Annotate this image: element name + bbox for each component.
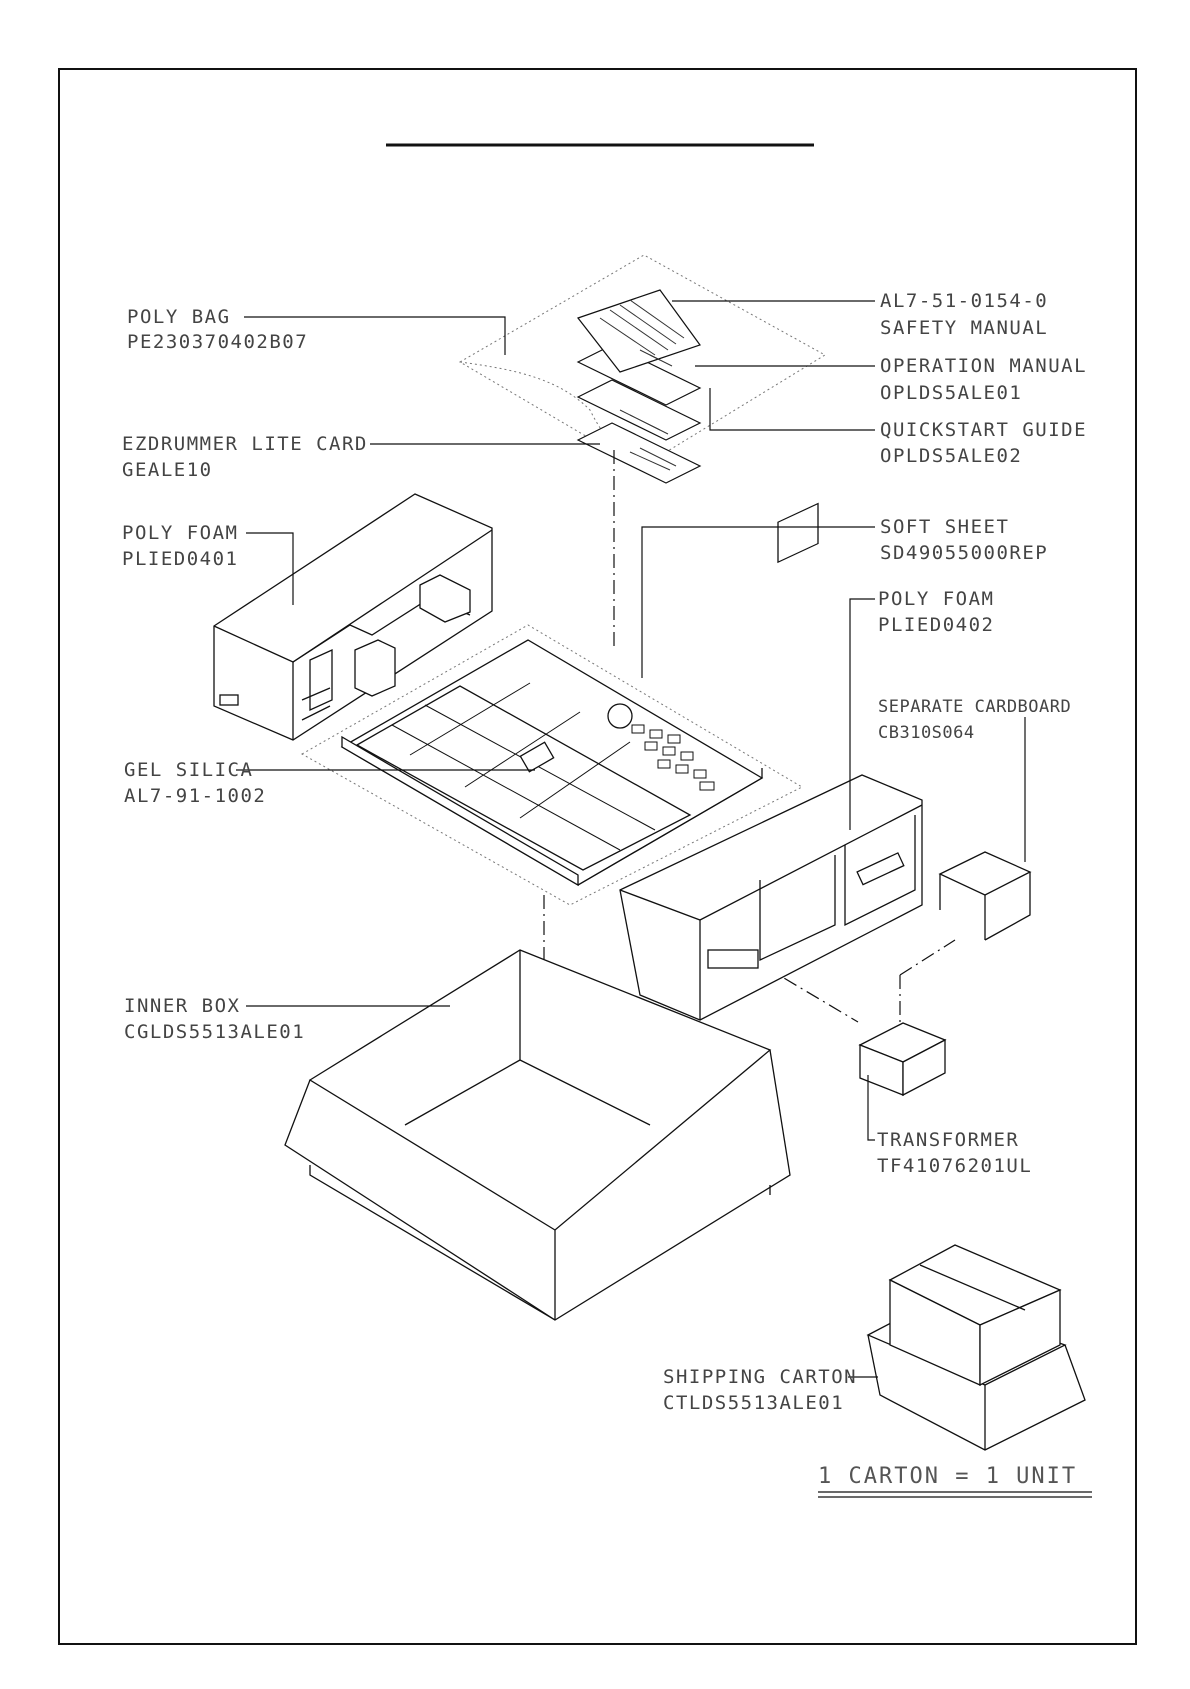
separate-cardboard-name: SEPARATE CARDBOARD bbox=[878, 697, 1071, 717]
inner-box-drawing bbox=[284, 949, 791, 1321]
shipping-carton-code: CTLDS5513ALE01 bbox=[663, 1392, 844, 1414]
transformer-code: TF41076201UL bbox=[877, 1155, 1032, 1177]
assembly-centerlines bbox=[543, 450, 956, 1100]
quickstart-guide-code: OPLDS5ALE02 bbox=[880, 445, 1022, 467]
inner-box-name: INNER BOX bbox=[124, 995, 240, 1017]
shipping-carton-drawing bbox=[866, 1244, 1086, 1451]
safety-manual-code: AL7-51-0154-0 bbox=[880, 290, 1048, 312]
carton-note: 1 CARTON = 1 UNIT bbox=[818, 1464, 1077, 1489]
gel-silica-name: GEL SILICA bbox=[124, 759, 253, 781]
inner-box-code: CGLDS5513ALE01 bbox=[124, 1021, 305, 1043]
poly-foam-right-drawing bbox=[619, 502, 923, 1021]
poly-bag-drawing bbox=[459, 254, 826, 469]
separate-cardboard-drawing bbox=[938, 851, 1032, 941]
soft-sheet-name: SOFT SHEET bbox=[880, 516, 1009, 538]
poly-foam-left-name: POLY FOAM bbox=[122, 522, 238, 544]
gel-silica-code: AL7-91-1002 bbox=[124, 785, 266, 807]
poly-bag-code: PE230370402B07 bbox=[127, 331, 308, 353]
documents-stack bbox=[576, 289, 702, 484]
ezdrummer-card-name: EZDRUMMER LITE CARD bbox=[122, 433, 368, 455]
drum-unit-drawing bbox=[340, 639, 764, 887]
quickstart-guide-name: QUICKSTART GUIDE bbox=[880, 419, 1087, 441]
poly-foam-right-code: PLIED0402 bbox=[878, 614, 994, 636]
poly-bag-name: POLY BAG bbox=[127, 306, 231, 328]
poly-foam-right-name: POLY FOAM bbox=[878, 588, 994, 610]
transformer-drawing bbox=[858, 1022, 947, 1097]
shipping-carton-name: SHIPPING CARTON bbox=[663, 1366, 857, 1388]
separate-cardboard-code: CB310S064 bbox=[878, 723, 975, 743]
ezdrummer-card-code: GEALE10 bbox=[122, 459, 213, 481]
soft-sheet-drawing bbox=[300, 624, 804, 906]
leader-lines bbox=[236, 300, 1026, 1378]
operation-manual-code: OPLDS5ALE01 bbox=[880, 382, 1022, 404]
drawing-frame bbox=[58, 68, 1137, 1645]
poly-foam-left-drawing bbox=[213, 493, 493, 741]
operation-manual-name: OPERATION MANUAL bbox=[880, 355, 1087, 377]
safety-manual-name: SAFETY MANUAL bbox=[880, 317, 1048, 339]
poly-foam-left-code: PLIED0401 bbox=[122, 548, 238, 570]
soft-sheet-code: SD49055000REP bbox=[880, 542, 1048, 564]
transformer-name: TRANSFORMER bbox=[877, 1129, 1019, 1151]
